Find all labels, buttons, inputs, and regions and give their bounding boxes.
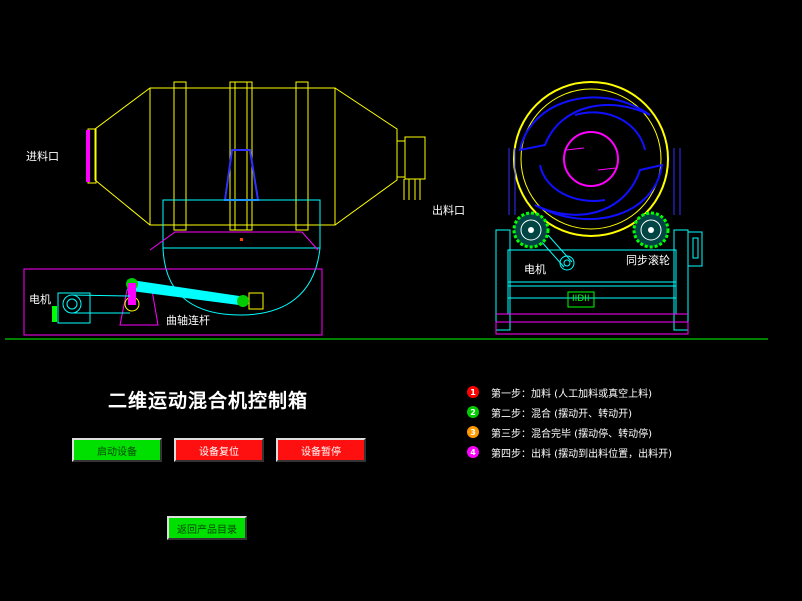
drum-body: [94, 87, 398, 226]
step-item: 2 第二步：混合 (摆动开、转动开): [467, 402, 672, 422]
step-4-text: 第四步：出料 (摆动到出料位置，出料开): [491, 448, 672, 460]
start-button[interactable]: 启动设备: [72, 438, 162, 462]
crank-rod: [127, 279, 244, 306]
outlet-label: 出料口: [432, 204, 465, 217]
panel-title: 二维运动混合机控制箱: [108, 390, 309, 412]
motor-label-left: 电机: [29, 293, 51, 306]
sync-roller-label: 同步滚轮: [626, 254, 670, 267]
step-item: 3 第三步：混合完毕 (摆动停、转动停): [467, 422, 672, 442]
reset-button[interactable]: 设备复位: [174, 438, 264, 462]
nameplate: IIDII: [572, 294, 590, 304]
step-3-text: 第三步：混合完毕 (摆动停、转动停): [491, 428, 652, 440]
back-to-catalog-button[interactable]: 返回产品目录: [167, 516, 247, 540]
sync-rollers: [512, 211, 670, 271]
side-view: [23, 81, 426, 336]
drum-band-1: [173, 81, 187, 231]
steps-legend: 1 第一步：加料 (人工加料或真空上料) 2 第二步：混合 (摆动开、转动开) …: [467, 382, 672, 462]
step-1-indicator: 1: [467, 386, 479, 398]
front-view: [495, 81, 703, 335]
drum-center-band: [229, 81, 253, 231]
drum-outer: [513, 81, 669, 237]
step-2-text: 第二步：混合 (摆动开、转动开): [491, 408, 632, 420]
motor-label-right: 电机: [524, 263, 546, 276]
step-1-text: 第一步：加料 (人工加料或真空上料): [491, 388, 652, 400]
base-frame: [23, 268, 323, 336]
frame-box: [162, 199, 321, 249]
front-base: [495, 321, 689, 335]
crank-rod-label: 曲轴连杆: [166, 314, 210, 327]
step-3-indicator: 3: [467, 426, 479, 438]
step-2-indicator: 2: [467, 406, 479, 418]
step-4-indicator: 4: [467, 446, 479, 458]
pause-button[interactable]: 设备暂停: [276, 438, 366, 462]
inlet-label: 进料口: [26, 150, 59, 163]
step-item: 1 第一步：加料 (人工加料或真空上料): [467, 382, 672, 402]
left-motor: [57, 292, 91, 324]
step-item: 4 第四步：出料 (摆动到出料位置，出料开): [467, 442, 672, 462]
drum-band-2: [295, 81, 309, 231]
